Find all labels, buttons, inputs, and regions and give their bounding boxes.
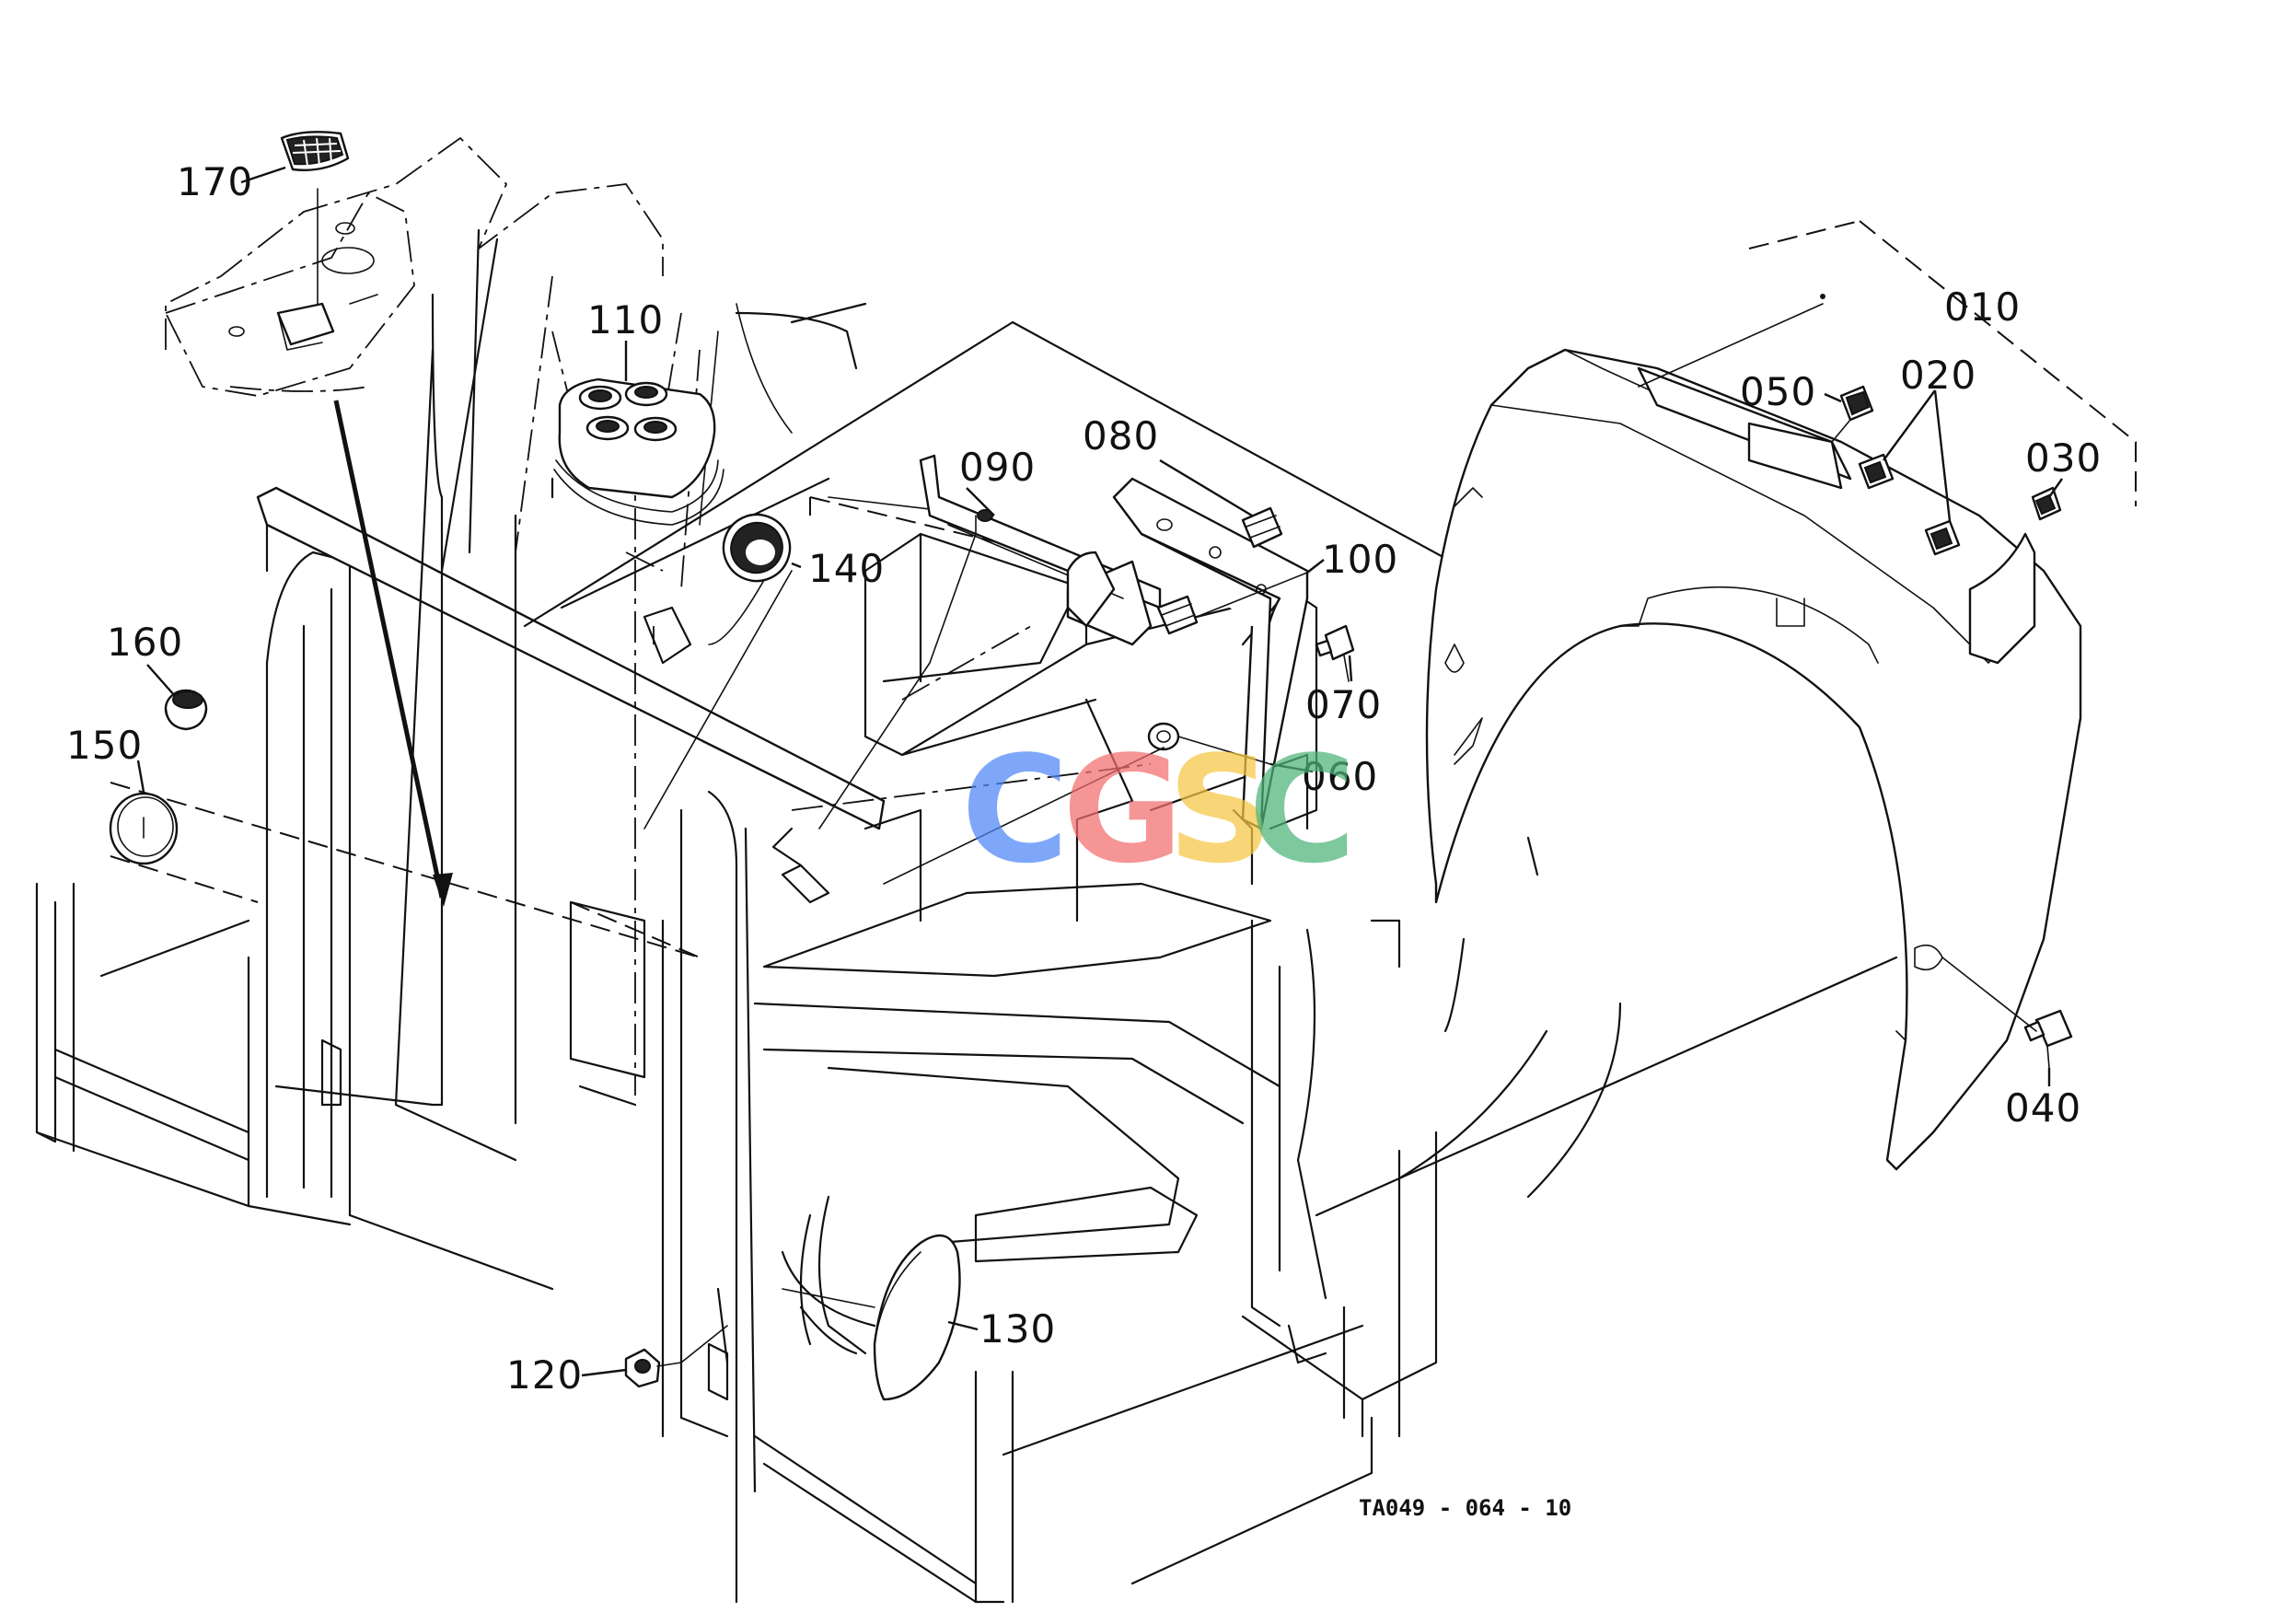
- label-070: 070: [1305, 682, 1382, 727]
- part-130-cover: [873, 1234, 961, 1401]
- label-040: 040: [2005, 1085, 2081, 1131]
- label-090: 090: [959, 445, 1036, 490]
- part-150-plug: [109, 792, 179, 865]
- part-040-bolt: [2023, 1009, 2073, 1069]
- watermark-letter-1: C: [961, 724, 1069, 896]
- label-130: 130: [979, 1306, 1056, 1351]
- leader-lines: [136, 166, 2063, 1377]
- label-080: 080: [1083, 413, 1159, 458]
- part-090-bracket: [919, 454, 1162, 646]
- part-080b-screw: [1156, 595, 1199, 635]
- label-020: 020: [1900, 353, 1976, 398]
- label-160: 160: [107, 620, 183, 665]
- part-030-clip: [2031, 486, 2062, 521]
- label-030: 030: [2025, 435, 2102, 481]
- part-labels: 170 110 140 160 150 090 080 100 070 060 …: [66, 159, 2102, 1521]
- part-160-plug: [164, 689, 208, 731]
- label-010: 010: [1944, 284, 2021, 330]
- part-140-grommet: [708, 513, 792, 645]
- part-050-bolt: [1831, 385, 1874, 443]
- watermark-letter-4: C: [1248, 724, 1356, 896]
- drawing-reference: TA049 - 064 - 10: [1359, 1495, 1571, 1521]
- part-070-bolt: [1315, 624, 1355, 682]
- part-100-plate: [882, 477, 1309, 830]
- part-170-pedal-pad: [164, 131, 415, 397]
- part-110-boot: [553, 377, 724, 526]
- watermark-letter-2: G: [1062, 724, 1183, 896]
- watermark-letter-3: S: [1167, 724, 1273, 896]
- label-170: 170: [177, 159, 253, 204]
- part-020-clip: [1858, 453, 1895, 490]
- label-140: 140: [808, 546, 885, 591]
- label-100: 100: [1322, 537, 1398, 582]
- cab-frame: [35, 228, 1898, 1604]
- pointer-arrow: [333, 400, 453, 907]
- label-120: 120: [506, 1352, 583, 1398]
- label-110: 110: [587, 297, 664, 342]
- part-010-fender: [1425, 348, 2082, 1171]
- cgsc-watermark: C G S C: [961, 724, 1356, 896]
- part-120-nut: [624, 1348, 682, 1388]
- label-060: 060: [1302, 754, 1378, 799]
- part-020b-clip: [1924, 519, 1961, 556]
- part-080-screw: [1241, 506, 1283, 549]
- label-150: 150: [66, 723, 143, 768]
- label-050: 050: [1740, 369, 1816, 414]
